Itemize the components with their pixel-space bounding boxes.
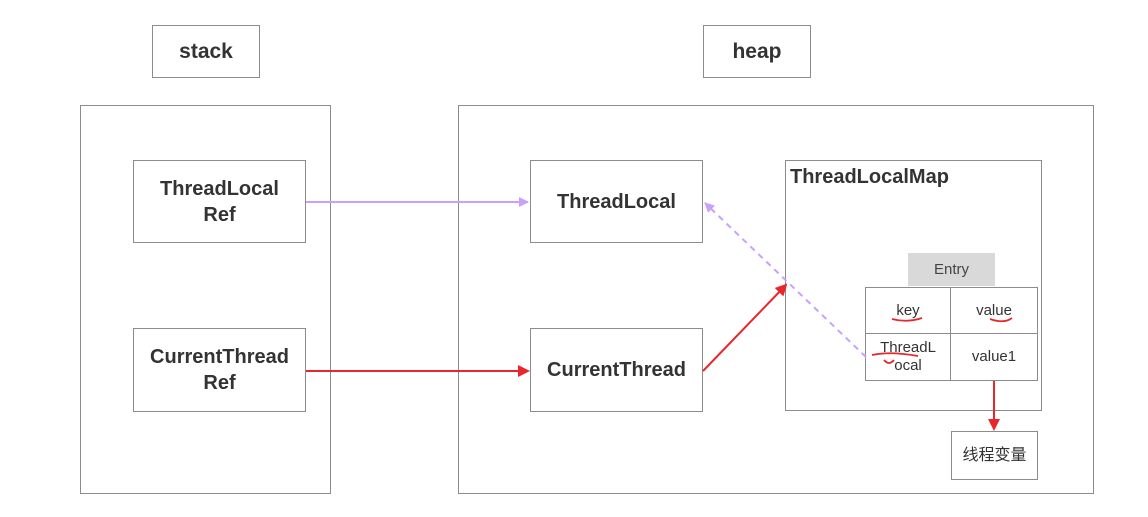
arrow-entry-to-threadlocal [704, 202, 867, 358]
arrow-currentthread-to-map [702, 283, 788, 372]
entry-value-header: value [950, 287, 1038, 334]
threadlocalmap-title: ThreadLocalMap [790, 165, 949, 188]
entry-value-cell: value1 [950, 333, 1038, 381]
thread-variable-node: 线程变量 [951, 431, 1038, 480]
entry-header: Entry [908, 253, 995, 286]
threadlocal-ref-node: ThreadLocal Ref [133, 160, 306, 243]
underline-ocal [883, 359, 895, 364]
currentthread-node: CurrentThread [530, 328, 703, 412]
underline-threadlocal [871, 352, 919, 357]
stack-header: stack [152, 25, 260, 78]
underline-key [891, 317, 923, 322]
heap-header: heap [703, 25, 811, 78]
threadlocal-node: ThreadLocal [530, 160, 703, 243]
currentthread-ref-node: CurrentThread Ref [133, 328, 306, 412]
underline-value [989, 317, 1013, 323]
entry-key-cell: ThreadL ocal [865, 333, 951, 381]
entry-key-header: key [865, 287, 951, 334]
